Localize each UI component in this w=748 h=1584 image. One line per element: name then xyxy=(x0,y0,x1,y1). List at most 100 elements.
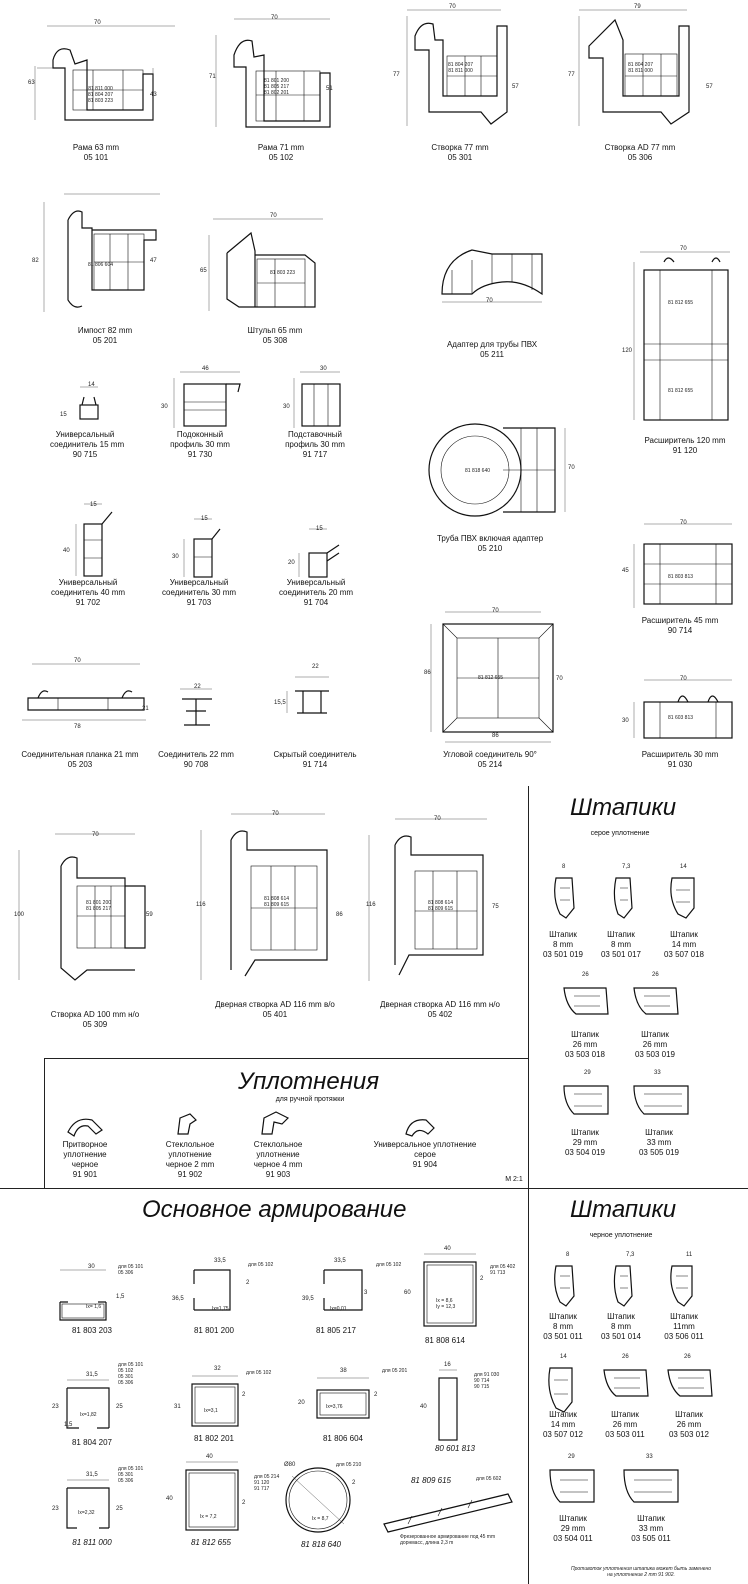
reinforcement-for: для 05 102 xyxy=(376,1262,402,1268)
bead-drawing xyxy=(554,1265,575,1307)
dim-diameter: Ø80 xyxy=(284,1462,296,1468)
bead-drawing xyxy=(670,1265,693,1307)
shtapiki-black-title: Штапики xyxy=(570,1196,677,1223)
dim-width: 33,5 xyxy=(214,1258,226,1264)
dim-thickness: 3 xyxy=(364,1290,368,1296)
reinforcement-inertia: Ix= 1,6 xyxy=(86,1304,102,1310)
reinforcement-for: для 91 030 90 714 90 715 xyxy=(474,1372,500,1390)
dim-thickness: 2 xyxy=(352,1480,356,1486)
dim-height: 15 xyxy=(60,412,67,418)
profile-drawing-mullion-82 xyxy=(43,193,160,312)
profile-drawing-connector-40 xyxy=(75,503,113,577)
dim-thickness: 2 xyxy=(246,1280,250,1286)
dim-width: 70 xyxy=(271,15,278,21)
dim-width: 22 xyxy=(194,684,201,690)
reinforcement-drawing xyxy=(323,1269,363,1311)
dim-height: 40 xyxy=(420,1404,427,1410)
reinforcement-codes: 81 603 813 xyxy=(668,715,694,721)
reinforcement-inertia: Ix=0,01 xyxy=(330,1306,347,1312)
reinforcement-for: для 05 101 05 306 xyxy=(118,1264,144,1276)
dim-height: 30 xyxy=(622,718,629,724)
reinforcement-inertia: Ix = 8,7 xyxy=(312,1516,329,1522)
profile-drawing-sash-77 xyxy=(406,9,508,126)
reinforcement-code: 81 801 200 xyxy=(193,1326,235,1335)
dim-width-bottom: 78 xyxy=(74,724,81,730)
reinforcement-code: 81 811 000 xyxy=(72,1538,112,1547)
bead-drawing xyxy=(633,1085,689,1115)
divider-seals-left xyxy=(44,1058,45,1188)
bead-dim: 8 xyxy=(566,1252,570,1258)
reinforcement-drawing xyxy=(66,1479,110,1529)
dim-height: 116 xyxy=(196,902,206,908)
reinforcement-note: Фрезерованное армирование под 45 mm дорн… xyxy=(400,1534,496,1546)
divider-reinforcement-top xyxy=(0,1188,748,1189)
dim-width: 30 xyxy=(88,1264,95,1270)
dim-height: 63 xyxy=(28,80,35,86)
dim-height: 40 xyxy=(63,548,70,554)
profile-drawing-connecting-strip-21 xyxy=(22,663,146,721)
bead-drawing xyxy=(548,1367,573,1413)
dim-width: 70 xyxy=(486,298,493,304)
dim-height: 15,5 xyxy=(274,700,286,706)
bead-dim: 26 xyxy=(622,1354,629,1360)
reinforcement-code: 81 812 655 xyxy=(190,1538,232,1547)
dim-height: 100 xyxy=(14,912,25,918)
profile-drawing-sill-30 xyxy=(173,371,241,428)
dim-height-right: 25 xyxy=(116,1506,123,1512)
dim-height: 23 xyxy=(52,1404,59,1410)
dim-height-inner: 43 xyxy=(150,92,157,98)
profile-drawing-pvc-adapter xyxy=(441,249,543,303)
dim-height: 65 xyxy=(200,268,207,274)
shtapiki-black-subtitle: черное уплотнение xyxy=(589,1232,653,1239)
reinforcement-for: для 05 214 91 120 91 717 xyxy=(254,1474,280,1492)
seal-drawing xyxy=(405,1119,435,1137)
reinforcement-drawing xyxy=(383,1493,513,1533)
dim-width: 14 xyxy=(88,382,95,388)
bead-dim: 33 xyxy=(646,1454,653,1460)
seals-title: Уплотнения xyxy=(238,1068,380,1095)
dim-height-inner: 59 xyxy=(146,912,153,918)
bead-drawing xyxy=(563,1085,609,1115)
reinforcement-code: 81 818 640 xyxy=(300,1540,342,1549)
bead-dim: 33 xyxy=(654,1070,661,1076)
reinforcement-title: Основное армирование xyxy=(142,1196,407,1223)
dim-height: 20 xyxy=(288,560,295,566)
dim-width: 70 xyxy=(680,246,687,252)
reinforcement-codes: 81 803 223 xyxy=(270,270,296,276)
seal-drawing xyxy=(177,1113,197,1135)
dim-width: 40 xyxy=(206,1454,213,1460)
seal-drawing xyxy=(67,1118,103,1137)
dim-width: 15 xyxy=(90,502,97,508)
reinforcement-code: 81 803 203 xyxy=(71,1326,113,1335)
dim-height-inner: 51 xyxy=(326,86,333,92)
dim-width: 70 xyxy=(680,676,687,682)
dim-width: 30 xyxy=(320,366,327,372)
dim-height: 116 xyxy=(366,902,376,908)
dim-height-inner: 86 xyxy=(336,912,343,918)
dim-thickness: 2 xyxy=(480,1276,484,1282)
dim-height: 71 xyxy=(209,74,216,80)
dim-width: 46 xyxy=(202,366,209,372)
profile-drawing-corner-connector-90 xyxy=(430,611,554,743)
bead-drawing xyxy=(554,877,575,919)
bead-dim: 14 xyxy=(560,1354,567,1360)
dim-height: 30 xyxy=(172,554,179,560)
dim-width: 22 xyxy=(312,664,319,670)
bead-drawing xyxy=(603,1369,649,1397)
profile-drawing-connector-22 xyxy=(180,688,212,726)
seals-scale: M 2:1 xyxy=(505,1176,523,1183)
bead-dim: 29 xyxy=(568,1454,575,1460)
